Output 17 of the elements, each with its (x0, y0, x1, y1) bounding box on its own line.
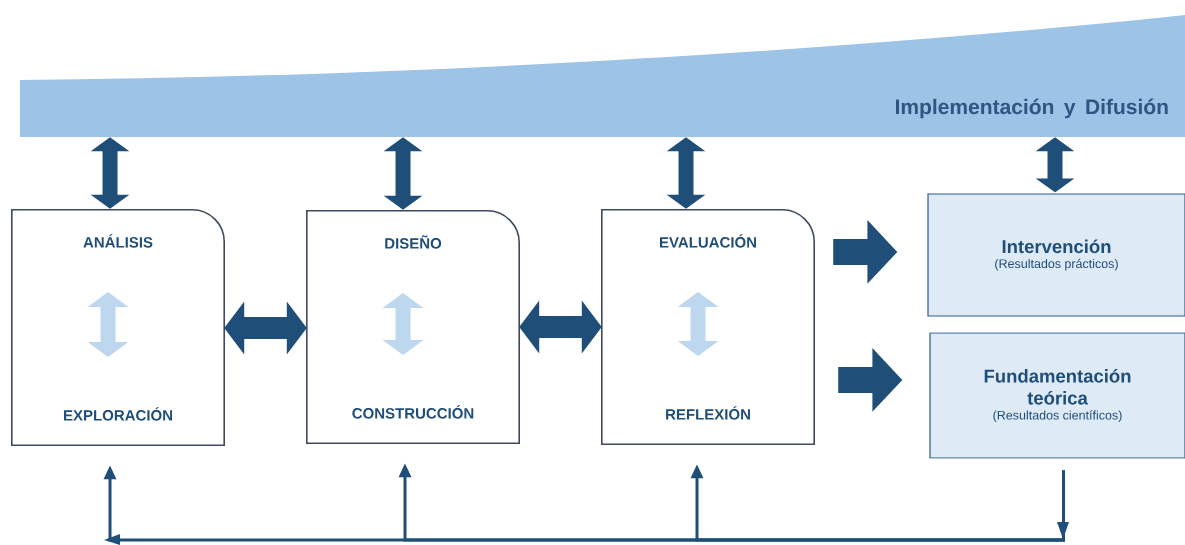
arrow (519, 300, 602, 354)
process-box: DISEÑO CONSTRUCCIÓN (306, 210, 520, 444)
banner: Implementación y Difusión (20, 15, 1185, 137)
arrow (666, 137, 706, 209)
arrow (383, 137, 423, 210)
node-label: ANÁLISIS (83, 234, 153, 248)
result-box: Intervención (Resultados prácticos) (927, 193, 1185, 317)
arrow (224, 301, 307, 355)
node-label: CONSTRUCCIÓN (352, 405, 474, 419)
node-label: EXPLORACIÓN (64, 407, 173, 421)
node-label: REFLEXIÓN (666, 406, 750, 420)
node-label: EVALUACIÓN (659, 234, 757, 248)
arrow (90, 137, 130, 209)
node-label: DISEÑO (385, 235, 442, 249)
result-box: Fundamentación teórica (Resultados científicos) (929, 332, 1185, 459)
process-box: ANÁLISIS EXPLORACIÓN (11, 209, 225, 446)
process-box: EVALUACIÓN REFLEXIÓN (601, 209, 815, 445)
